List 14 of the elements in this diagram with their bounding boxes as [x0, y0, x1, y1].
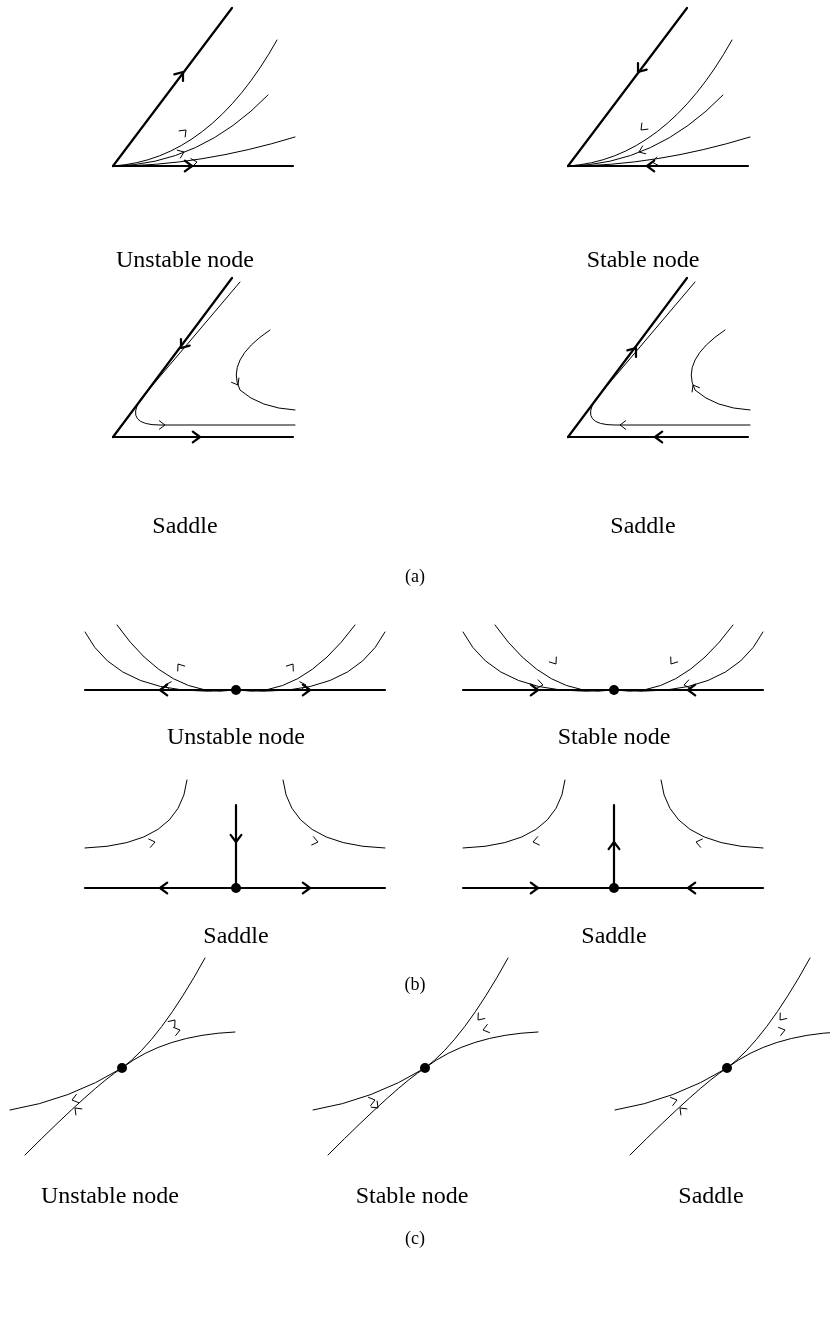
portrait-caption: Saddle [581, 922, 647, 949]
portrait-caption: Unstable node [41, 1182, 179, 1209]
portrait-caption: Unstable node [116, 246, 254, 273]
subfigure-label: (b) [404, 974, 426, 995]
portrait-caption: Saddle [678, 1182, 744, 1209]
portrait-caption: Saddle [610, 512, 676, 539]
portrait-caption: Stable node [355, 1182, 469, 1209]
portrait-caption: Stable node [586, 246, 700, 273]
portrait-caption: Unstable node [167, 723, 305, 750]
portrait-caption: Saddle [152, 512, 218, 539]
subfigure-label: (c) [405, 1228, 425, 1249]
portrait-caption: Saddle [203, 922, 269, 949]
subfigure-label: (a) [405, 566, 425, 587]
portrait-caption: Stable node [557, 723, 671, 750]
